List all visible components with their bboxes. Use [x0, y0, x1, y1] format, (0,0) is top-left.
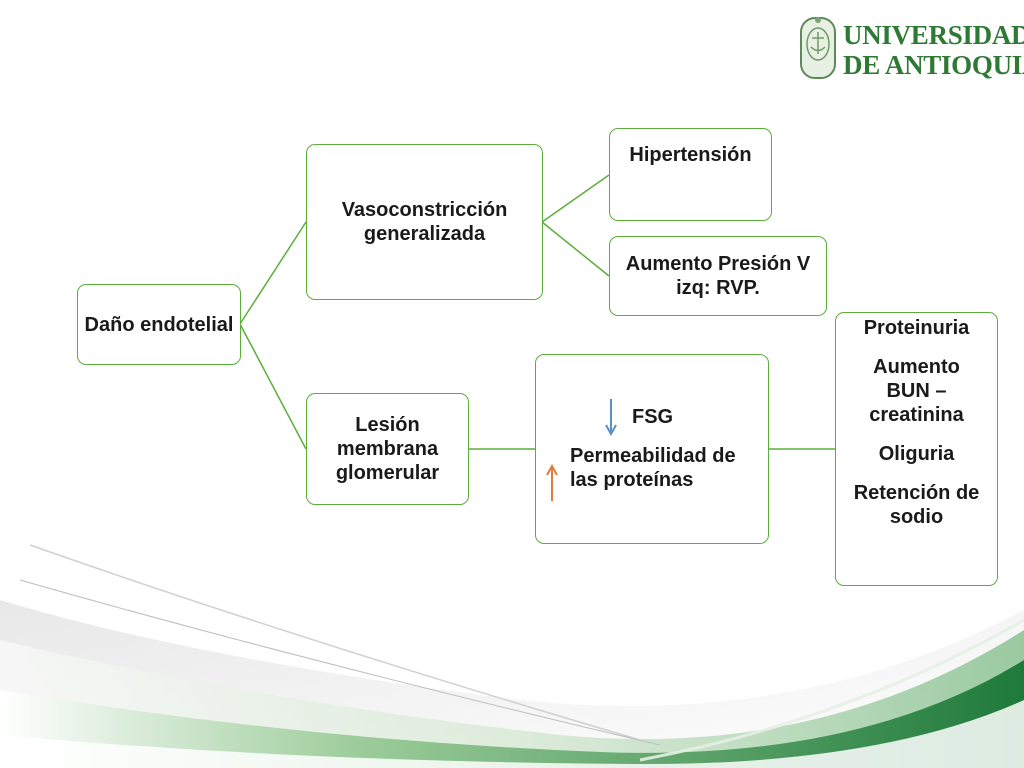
node-dano-endotelial: Daño endotelial: [77, 284, 241, 365]
node-hipertension: Hipertensión: [609, 128, 772, 221]
arrow-down-icon: [605, 399, 617, 437]
node-label: Daño endotelial: [84, 313, 234, 336]
outcome-item: Aumento BUN – creatinina: [869, 356, 964, 426]
logo-line-1: UNIVERSIDAD: [843, 20, 1024, 50]
connector-vaso-to-hipertension: [541, 174, 610, 223]
connector-root-to-vasoconstriccion: [239, 221, 307, 325]
node-label: Aumento Presión V izq: RVP.: [625, 253, 811, 299]
logo-line-2: DE ANTIOQUIA: [843, 50, 1024, 80]
node-vasoconstriccion: Vasoconstricción generalizada: [306, 144, 543, 300]
university-logo: UNIVERSIDAD DE ANTIOQUIA: [796, 14, 1024, 84]
node-lesion-membrana: Lesión membrana glomerular: [306, 393, 469, 505]
university-seal-icon: [800, 17, 836, 79]
permeabilidad-label: Permeabilidad de las proteínas: [570, 445, 736, 491]
outcome-item: Proteinuria: [863, 317, 970, 339]
node-aumento-presion: Aumento Presión V izq: RVP.: [609, 236, 827, 316]
outcome-item: Oliguria: [878, 443, 955, 465]
node-label: Vasoconstricción generalizada: [341, 199, 508, 245]
connector-root-to-lesion: [239, 323, 307, 450]
node-label: Lesión membrana glomerular: [335, 414, 440, 484]
node-outcomes: Proteinuria Aumento BUN – creatinina Oli…: [835, 312, 998, 586]
connector-vaso-to-presion: [541, 221, 610, 277]
fsg-label: FSG: [632, 406, 674, 428]
arrow-up-icon: [546, 463, 558, 501]
node-label: Hipertensión: [629, 144, 752, 166]
outcome-item: Retención de sodio: [853, 482, 980, 528]
node-fsg-permeabilidad: FSG Permeabilidad de las proteínas: [535, 354, 769, 544]
